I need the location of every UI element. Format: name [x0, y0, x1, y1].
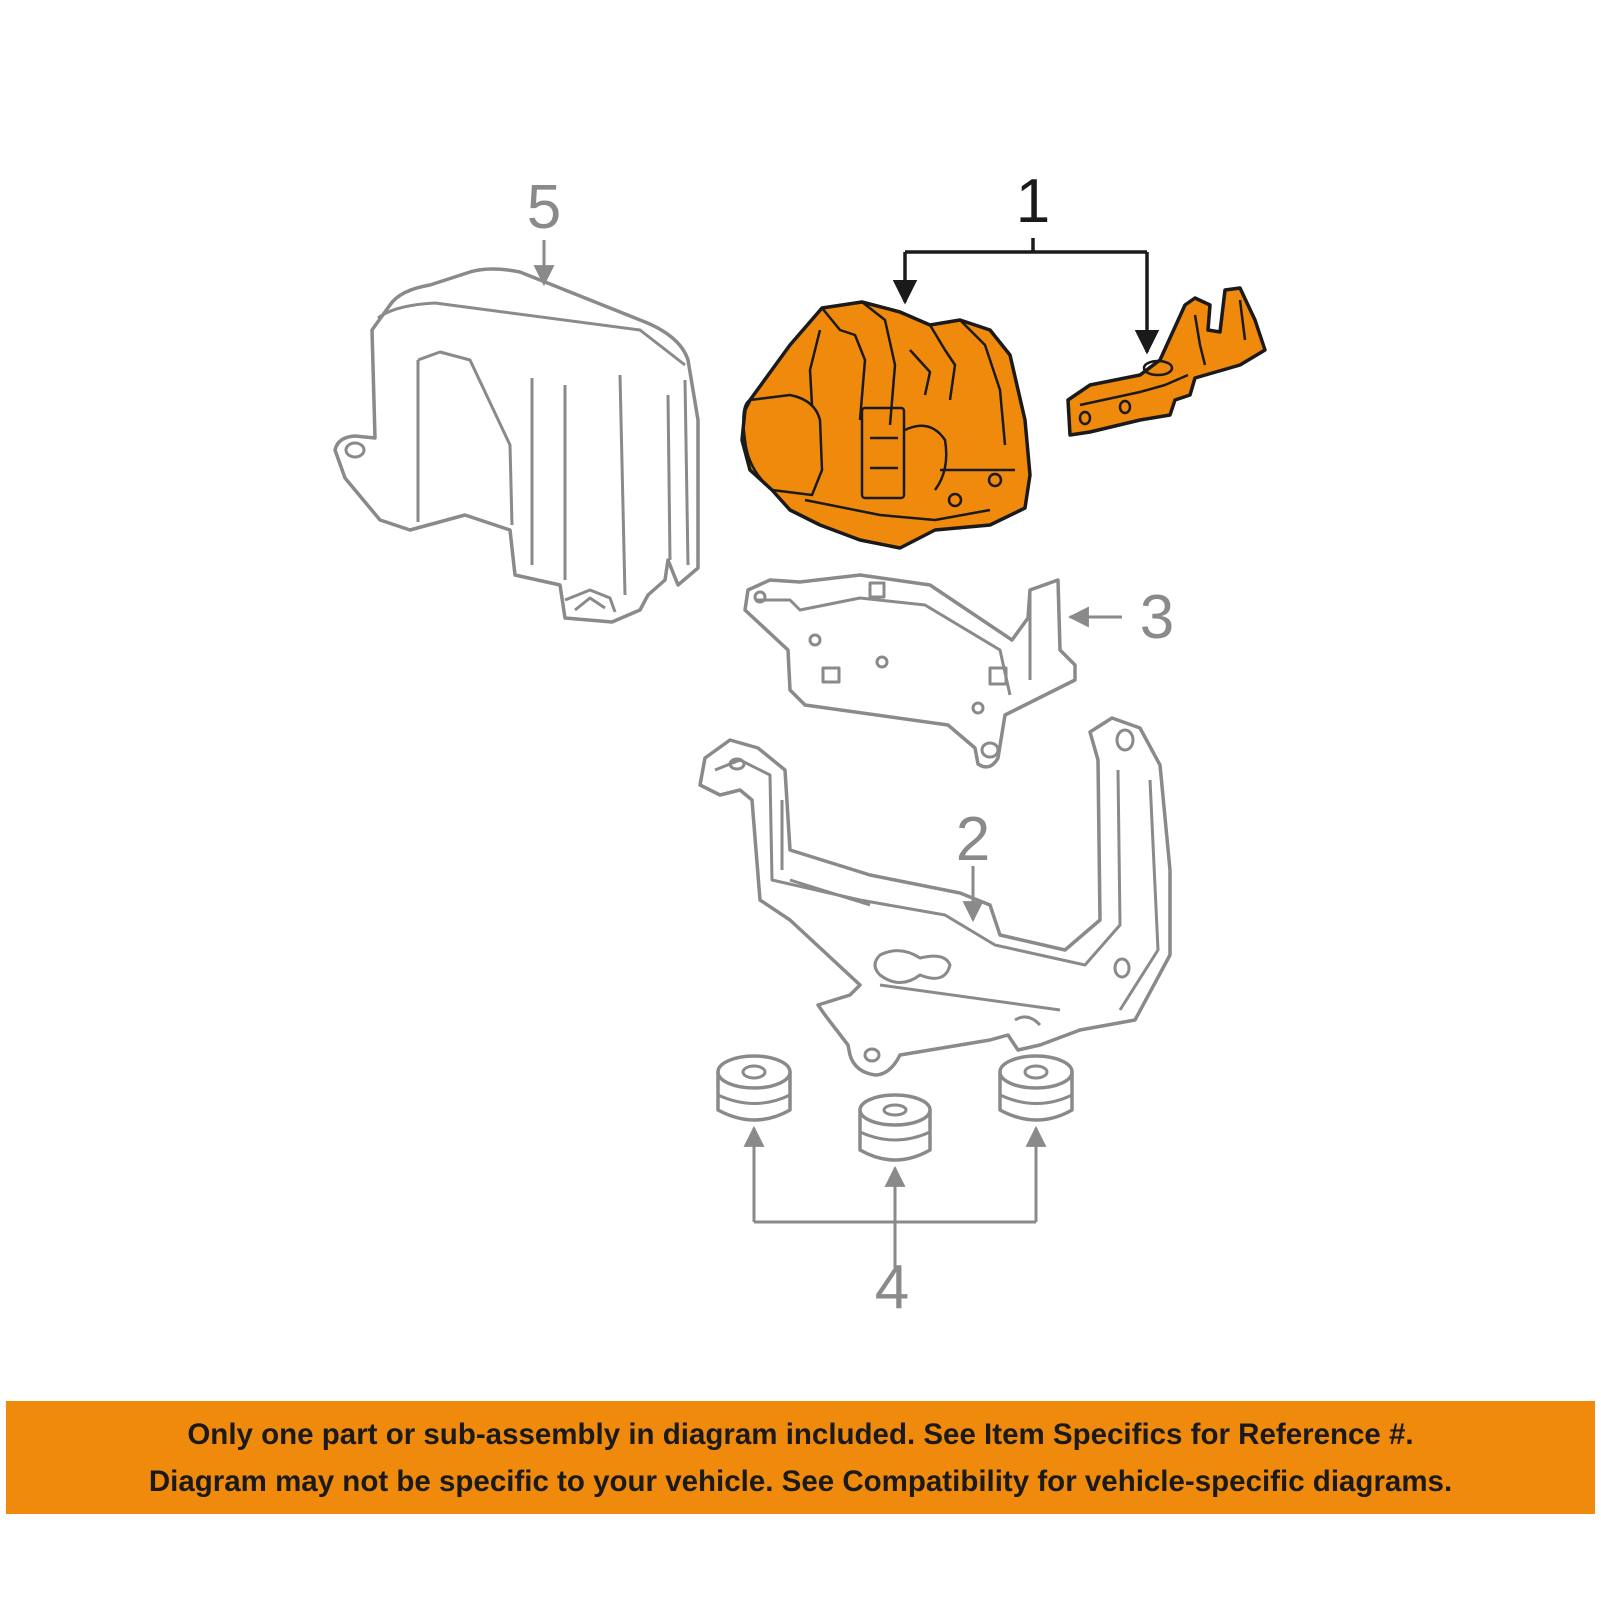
parts-diagram: 1 5 3 2 4	[333, 167, 1267, 1322]
grommet-center	[858, 1093, 932, 1162]
callout-1: 1	[1016, 167, 1050, 236]
grommet-right	[998, 1054, 1074, 1122]
disclaimer-line-1: Only one part or sub-assembly in diagram…	[187, 1418, 1414, 1451]
part-2-mounting-bracket	[698, 716, 1172, 1077]
disclaimer-line-2: Diagram may not be specific to your vehi…	[148, 1465, 1453, 1498]
part-1-modulator-assembly	[740, 300, 1032, 550]
part-1-bracket	[1066, 286, 1267, 437]
part-5-cover	[333, 267, 700, 624]
disclaimer-banner: Only one part or sub-assembly in diagram…	[6, 1401, 1595, 1514]
callout-5: 5	[527, 173, 561, 242]
callout-4: 4	[875, 1253, 909, 1322]
leader-4	[743, 1125, 1047, 1268]
grommet-left	[716, 1054, 792, 1122]
leader-1	[892, 238, 1160, 355]
callout-3: 3	[1140, 583, 1174, 652]
part-4-grommets	[716, 1054, 1074, 1162]
callout-2: 2	[956, 805, 990, 874]
part-3-bracket	[743, 573, 1077, 769]
